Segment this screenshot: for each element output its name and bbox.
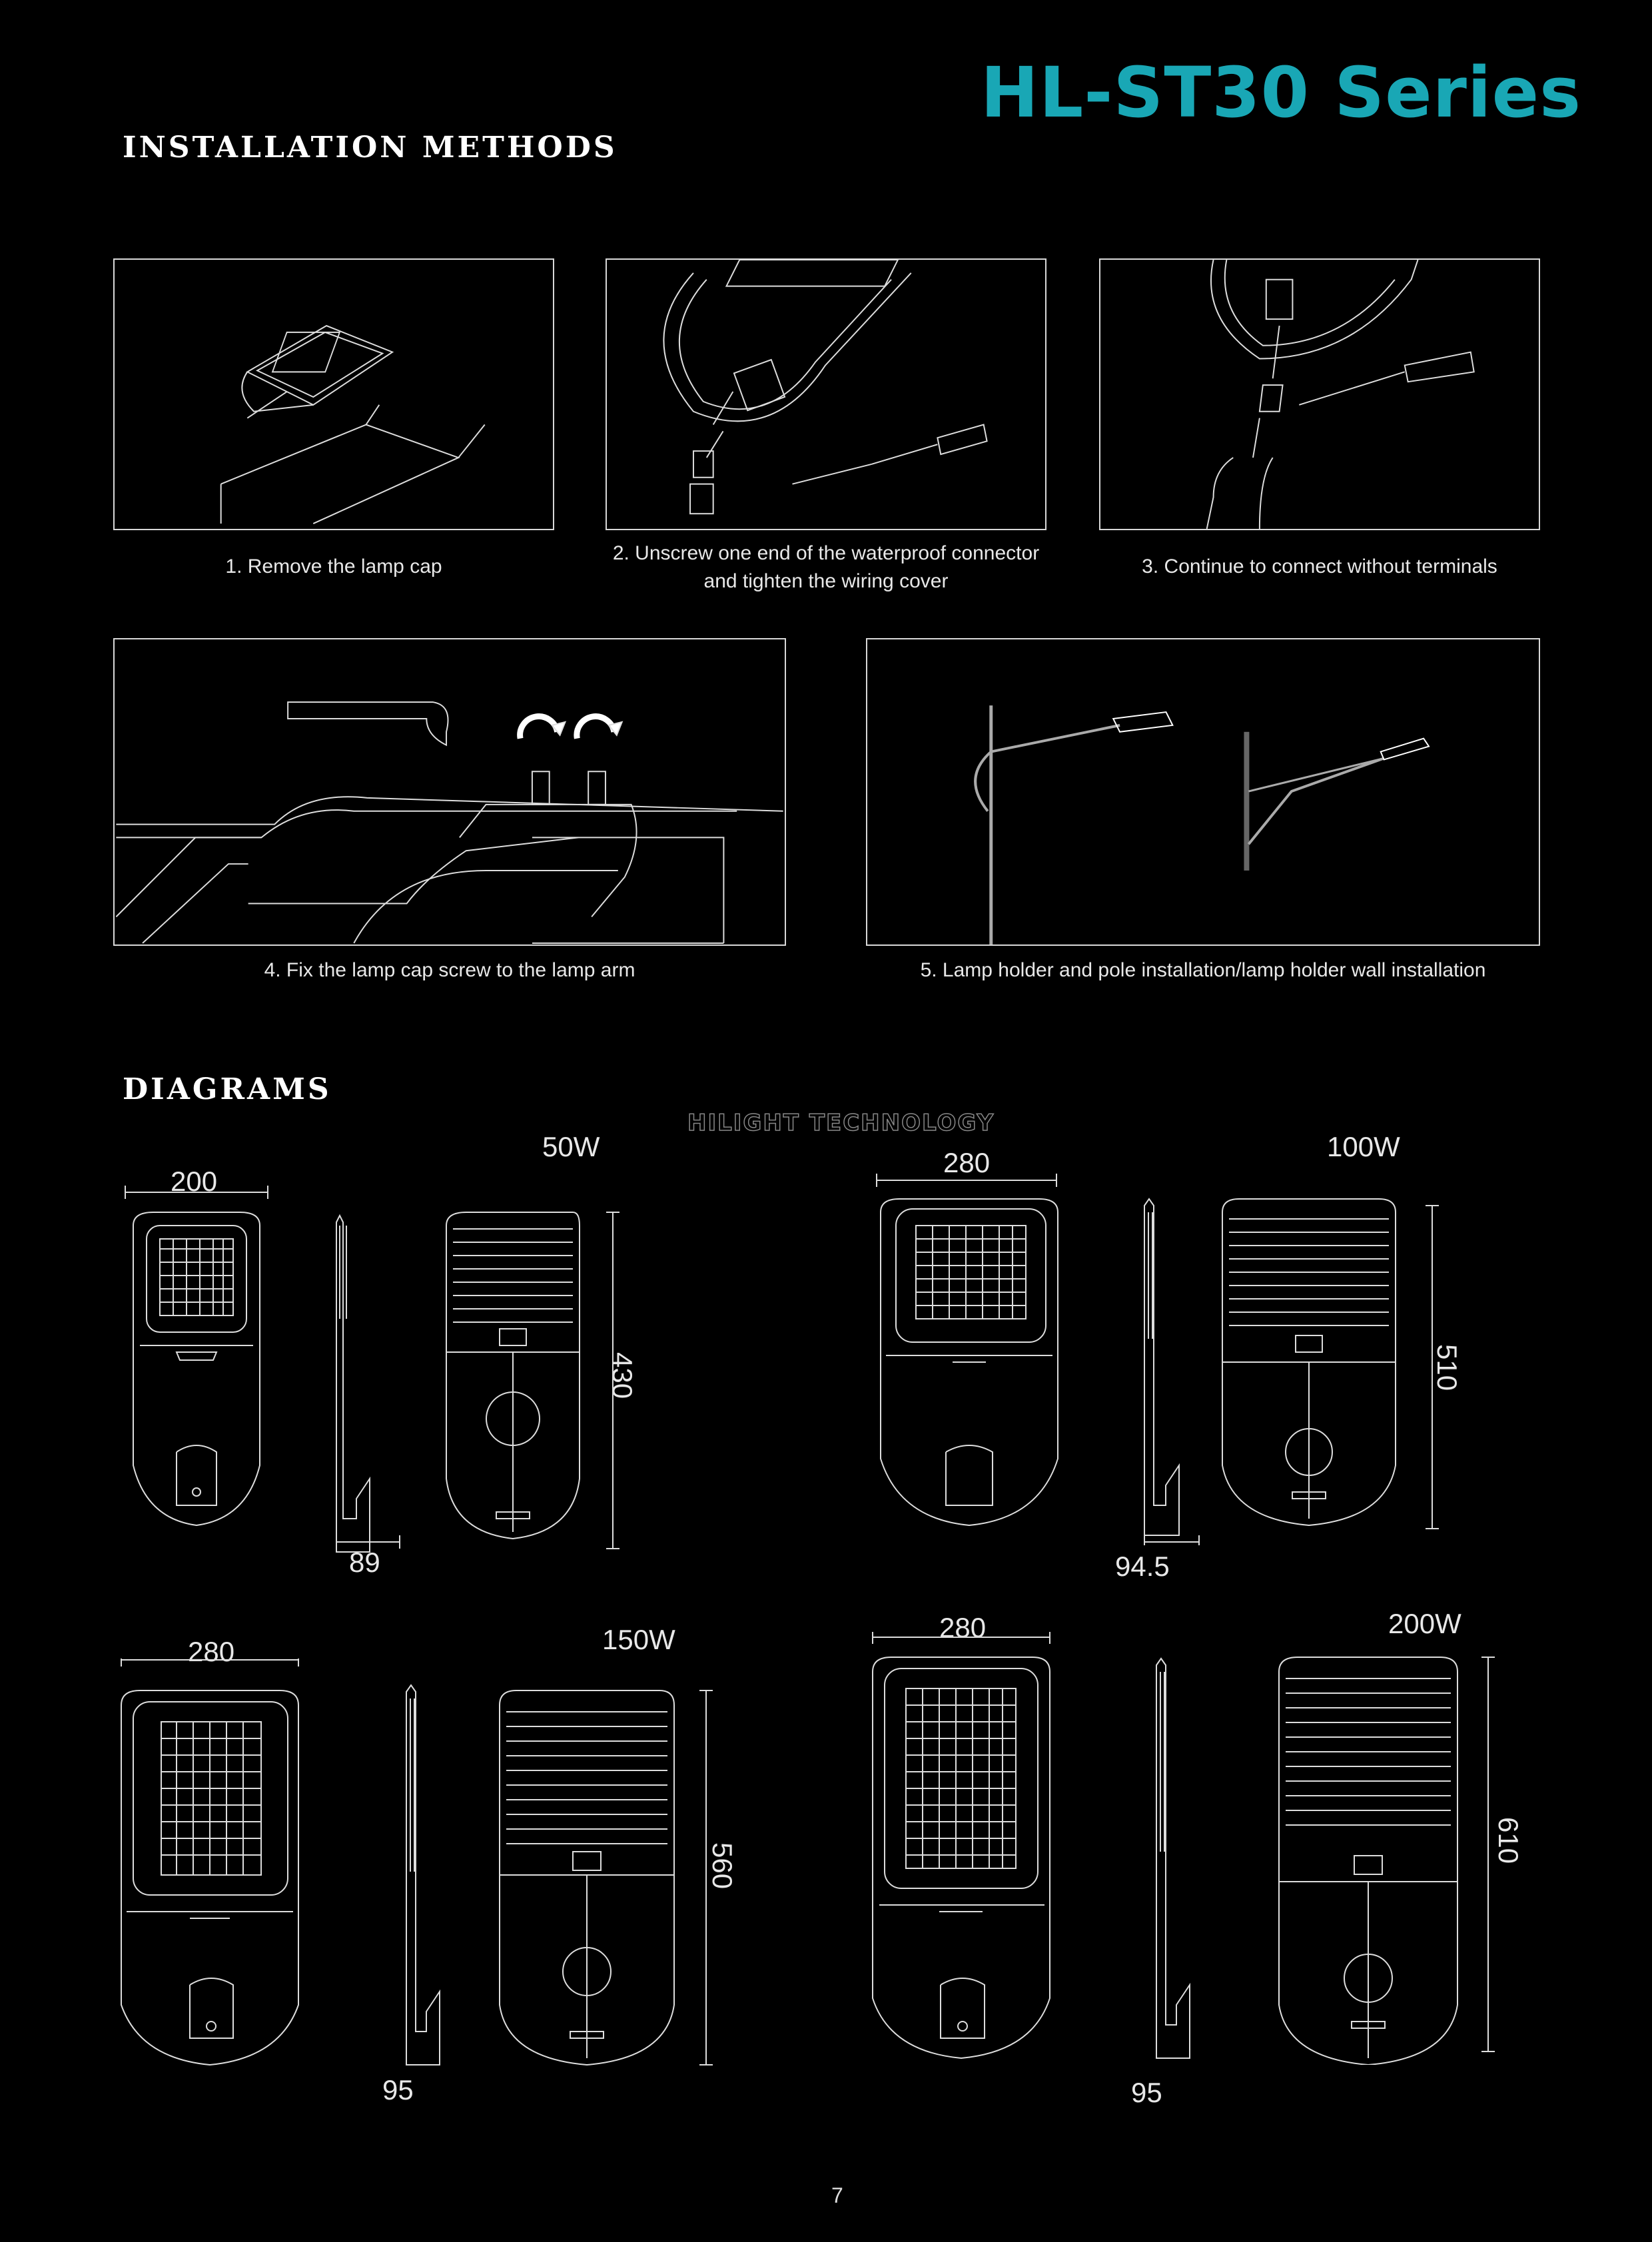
step-5-caption: 5. Lamp holder and pole installation/lam… [920, 959, 1486, 981]
diagram-200w-drawing [866, 1632, 1505, 2065]
diagram-150w-power: 150W [602, 1624, 675, 1655]
step-5-illustration [866, 638, 1540, 946]
diagram-50w-power: 50W [542, 1131, 600, 1162]
step-4-caption: 4. Fix the lamp cap screw to the lamp ar… [264, 959, 635, 981]
diagram-50w-length: 430 [607, 1352, 638, 1399]
step-1-illustration [113, 258, 554, 530]
diagrams-heading: Diagrams [123, 1072, 332, 1106]
diagram-200w-length: 610 [1493, 1817, 1524, 1864]
diagram-200w-depth: 95 [1131, 2077, 1162, 2108]
page-number: 7 [831, 2183, 843, 2207]
series-title: HL-ST30 Series [980, 52, 1581, 133]
installation-methods-heading: Installation Methods [123, 131, 618, 165]
diagram-150w-length: 560 [707, 1842, 738, 1890]
diagram-150w-depth: 95 [382, 2074, 414, 2105]
diagram-100w-power: 100W [1327, 1131, 1400, 1162]
diagram-100w-drawing [866, 1172, 1465, 1545]
diagram-150w-width: 280 [188, 1636, 235, 1667]
diagram-200w-width: 280 [939, 1612, 987, 1643]
diagram-200w-power: 200W [1388, 1608, 1461, 1639]
step-1-caption: 1. Remove the lamp cap [225, 556, 442, 577]
watermark-logo: HILIGHT TECHNOLOGY [687, 1109, 995, 1137]
step-2-caption-line1: 2. Unscrew one end of the waterproof con… [612, 542, 1040, 564]
diagram-100w-depth: 94.5 [1115, 1551, 1170, 1582]
step-3-illustration [1099, 258, 1540, 530]
diagram-50w-drawing [113, 1186, 646, 1559]
step-2-caption: 2. Unscrew one end of the waterproof con… [606, 540, 1046, 595]
step-4-illustration [113, 638, 786, 946]
diagram-100w-width: 280 [943, 1147, 991, 1178]
step-3-caption: 3. Continue to connect without terminals [1142, 556, 1497, 577]
step-2-caption-line2: and tighten the wiring cover [703, 570, 949, 592]
diagram-150w-drawing [113, 1659, 713, 2071]
step-2-illustration [606, 258, 1046, 530]
diagram-100w-length: 510 [1432, 1344, 1463, 1391]
